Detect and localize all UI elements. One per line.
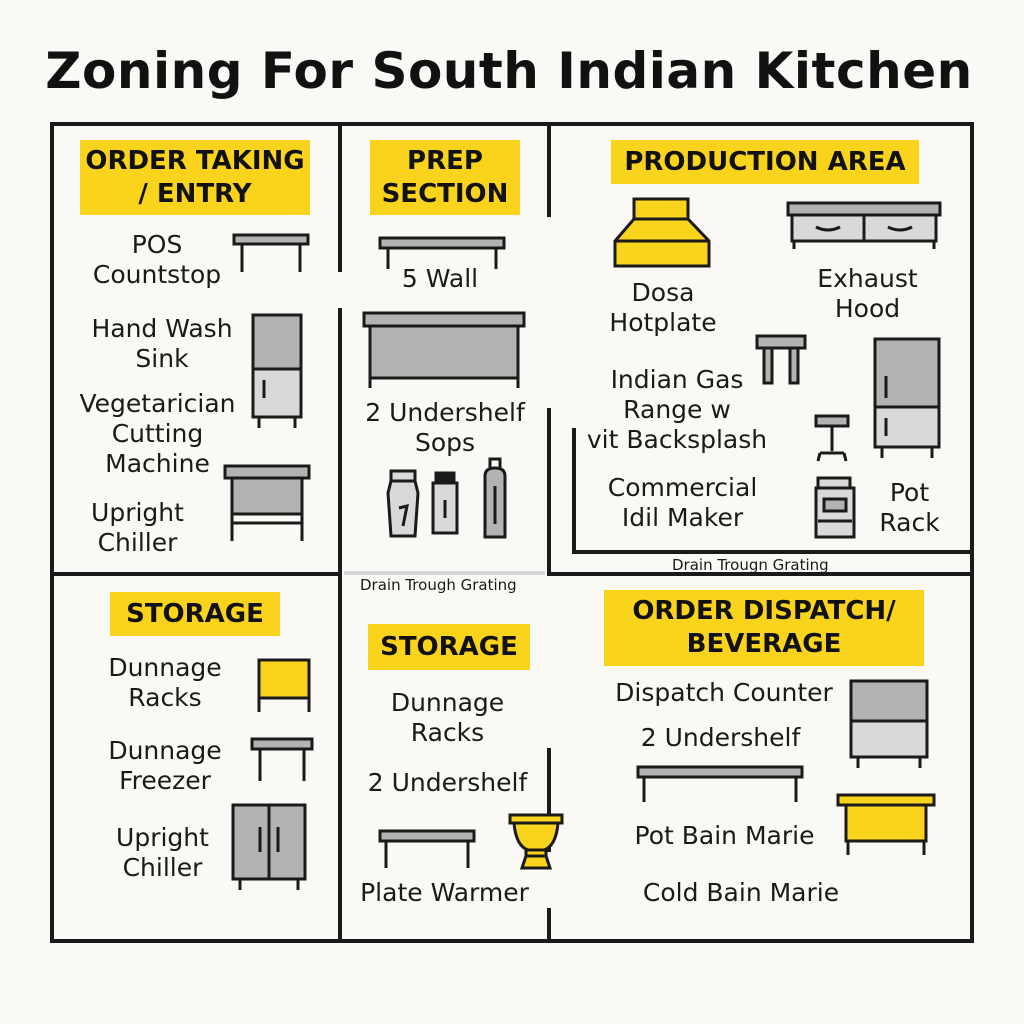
item-label: Upright Chiller (91, 498, 184, 557)
outer-wall (50, 122, 974, 943)
spice-jar-icon (386, 469, 420, 538)
freezer-table-icon (250, 737, 314, 781)
bain-marie-icon (836, 793, 936, 855)
stool-icon (755, 334, 807, 385)
zone-header-order-dispatch: ORDER DISPATCH/ BEVERAGE (604, 590, 924, 666)
item-label: Dunnage Racks (390, 688, 505, 747)
rack-icon (257, 658, 311, 712)
item-label: 2 Undershelf (367, 768, 528, 797)
undershelf-table-icon (378, 829, 476, 868)
zone-header-order-taking: ORDER TAKING / ENTRY (80, 140, 310, 215)
item-label: Indian Gas Range w vit Backsplash (586, 365, 768, 454)
exhaust-hood-icon (613, 197, 711, 268)
item-label: Dosa Hotplate (609, 278, 717, 337)
long-table-icon (636, 765, 804, 802)
zone-header-storage-left: STORAGE (110, 592, 280, 636)
double-door-chiller-icon (231, 803, 307, 890)
zone-header-production-area: PRODUCTION AREA (611, 140, 919, 184)
item-label: Vegetarician Cutting Machine (79, 389, 236, 478)
drain-grating-strip (344, 571, 545, 575)
steel-table-icon (223, 464, 311, 541)
drain-label: Drain Trougn Grating (672, 556, 829, 574)
item-label: Hand Wash Sink (91, 314, 233, 373)
zone-header-prep-section: PREP SECTION (370, 140, 520, 215)
item-label: Dispatch Counter (615, 678, 833, 707)
item-label: Commercial Idil Maker (607, 473, 758, 532)
table-icon (232, 233, 310, 272)
idli-maker-icon (814, 476, 856, 539)
item-label: 2 Undershelf (640, 723, 801, 752)
spice-bottle-icon (431, 471, 459, 535)
tall-cabinet-icon (251, 313, 303, 428)
plate-warmer-icon (508, 813, 564, 870)
item-label: Pot Rack (879, 478, 940, 537)
item-label: Cold Bain Marie (642, 878, 840, 907)
item-label: Upright Chiller (116, 823, 209, 882)
item-label: Exhaust Hood (817, 264, 918, 323)
item-label: 5 Wall (401, 264, 479, 293)
bench-icon (378, 236, 506, 269)
item-label: POS Countstop (92, 230, 222, 289)
item-label: Dunnage Freezer (108, 736, 222, 795)
page-title: Zoning For South Indian Kitchen (45, 42, 973, 100)
drain-trough-line (572, 428, 974, 554)
item-label: Dunnage Racks (108, 653, 222, 712)
item-label: 2 Undershelf Sops (365, 398, 525, 457)
drawer-counter-icon (786, 201, 942, 249)
refrigerator-icon (873, 337, 941, 458)
item-label: Pot Bain Marie (634, 821, 815, 850)
zone-header-storage-middle: STORAGE (368, 624, 530, 670)
gas-cylinder-icon (483, 457, 507, 539)
item-label: Plate Warmer (360, 878, 529, 907)
work-table-icon (362, 311, 526, 388)
bar-stool-icon (814, 414, 850, 462)
drain-label: Drain Trough Grating (360, 576, 517, 594)
dispatch-counter-icon (849, 679, 929, 768)
